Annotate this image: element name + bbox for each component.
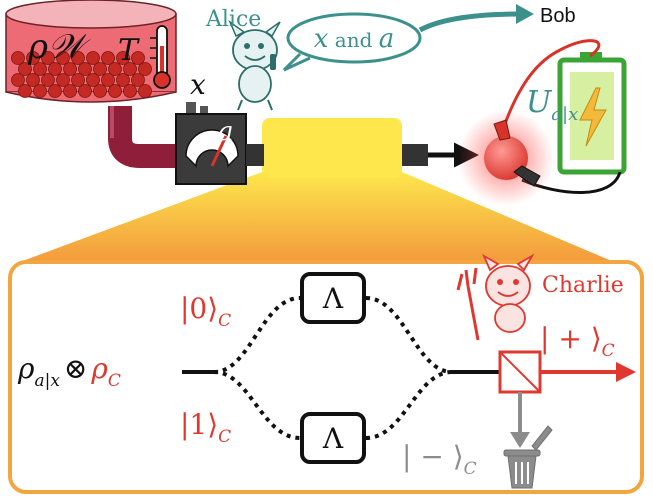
- svg-text:| − ⟩C: | − ⟩C: [402, 440, 477, 479]
- reservoir-particle: [71, 73, 85, 87]
- alice-devil-icon: [228, 19, 281, 111]
- control-rho: ρ: [90, 352, 108, 385]
- reservoir-particle: [78, 62, 92, 76]
- speech-bubble: x and a: [282, 12, 422, 72]
- ket1-sub: C: [218, 427, 231, 447]
- reservoir-particle: [123, 84, 137, 98]
- zoom-funnel: [20, 118, 614, 262]
- reservoir-particle: [56, 51, 70, 65]
- reservoir-particle: [138, 62, 152, 76]
- ket-plus: | + ⟩: [540, 322, 602, 355]
- bob-label: Bob: [540, 5, 576, 27]
- unitary-sub: a|x: [551, 104, 578, 125]
- reservoir-particle: [71, 51, 85, 65]
- bubble-x: x: [314, 24, 329, 54]
- reservoir-particle: [26, 73, 40, 87]
- ket-plus-sub: C: [602, 341, 615, 361]
- reservoir-particle: [48, 62, 62, 76]
- alice-label: Alice: [205, 7, 261, 32]
- reservoir-particle: [123, 62, 137, 76]
- svg-text:|1⟩C: |1⟩C: [180, 408, 231, 447]
- svg-text:|0⟩C: |0⟩C: [180, 292, 231, 331]
- measurement-device: a: [175, 102, 479, 185]
- input-sub: a|x: [34, 371, 60, 391]
- pitchfork-icon: [456, 267, 480, 341]
- reservoir-particle: [41, 51, 55, 65]
- superposition-paths: [182, 296, 500, 440]
- reservoir-particles: [11, 51, 152, 98]
- input-rho: ρ: [17, 352, 35, 385]
- channel-upper: Λ: [300, 272, 366, 324]
- reservoir-particle: [138, 84, 152, 98]
- reservoir-particle: [33, 62, 47, 76]
- svg-text:ρ𝒲: ρ𝒲: [27, 27, 91, 67]
- reservoir-particle: [48, 84, 62, 98]
- temperature-label: T: [118, 33, 140, 68]
- charlie-devil-icon: [482, 253, 535, 333]
- arrow-to-bob: [418, 4, 534, 33]
- reservoir-particle: [86, 73, 100, 87]
- reservoir-particle: [63, 62, 77, 76]
- reservoir-particle: [131, 51, 145, 65]
- reservoir-particle: [11, 51, 25, 65]
- svg-text:Ua|x: Ua|x: [526, 85, 578, 125]
- reservoir-particle: [56, 73, 70, 87]
- ket-minus: | − ⟩: [402, 440, 464, 473]
- zoom-frame: [8, 260, 644, 494]
- reservoir-particle: [93, 84, 107, 98]
- beam-splitter: [498, 350, 542, 394]
- channel-lower: Λ: [300, 412, 366, 464]
- svg-text:ρa|x⊗ρC: ρa|x⊗ρC: [17, 352, 121, 391]
- reservoir-particle: [63, 84, 77, 98]
- ket-minus-sub: C: [464, 459, 477, 479]
- svg-text:| + ⟩C: | + ⟩C: [540, 322, 615, 361]
- otimes: ⊗: [64, 352, 87, 385]
- input-x-label: x: [190, 68, 206, 101]
- reservoir-particle: [18, 84, 32, 98]
- svg-text:x and a: x and a: [314, 24, 395, 54]
- battery-icon: [557, 52, 627, 175]
- reservoir-particle: [41, 73, 55, 87]
- reservoir-pipe: [108, 106, 176, 168]
- meter-label: a: [218, 117, 234, 147]
- bubble-and: and: [328, 28, 378, 52]
- reservoir-particle: [101, 51, 115, 65]
- reservoir-particle: [101, 73, 115, 87]
- unitary-U: U: [526, 85, 553, 120]
- thermal-reservoir: ρ𝒲 T: [5, 0, 177, 103]
- bubble-a: a: [379, 24, 395, 54]
- reservoir-particle: [11, 73, 25, 87]
- trash-can-icon: [503, 425, 553, 489]
- reservoir-particle: [116, 73, 130, 87]
- ket0-sub: C: [218, 311, 231, 331]
- charlie-label: Charlie: [542, 273, 624, 298]
- reservoir-particle: [131, 73, 145, 87]
- reservoir-particle: [93, 62, 107, 76]
- thermometer-icon: [150, 25, 171, 89]
- reservoir-particle: [26, 51, 40, 65]
- reservoir-particle: [108, 62, 122, 76]
- channel-lower-label: Λ: [322, 422, 344, 455]
- reservoir-particle: [86, 51, 100, 65]
- reservoir-particle: [116, 51, 130, 65]
- control-sub: C: [108, 371, 121, 391]
- reservoir-particle: [33, 84, 47, 98]
- ket0: |0⟩: [180, 292, 218, 325]
- channel-upper-label: Λ: [322, 282, 344, 315]
- reservoir-particle: [18, 62, 32, 76]
- reservoir-particle: [108, 84, 122, 98]
- battery-ball: [458, 110, 554, 206]
- red-cable: [500, 39, 601, 133]
- reservoir-rho: ρ: [27, 27, 48, 67]
- ket1: |1⟩: [180, 408, 218, 441]
- reservoir-particle: [78, 84, 92, 98]
